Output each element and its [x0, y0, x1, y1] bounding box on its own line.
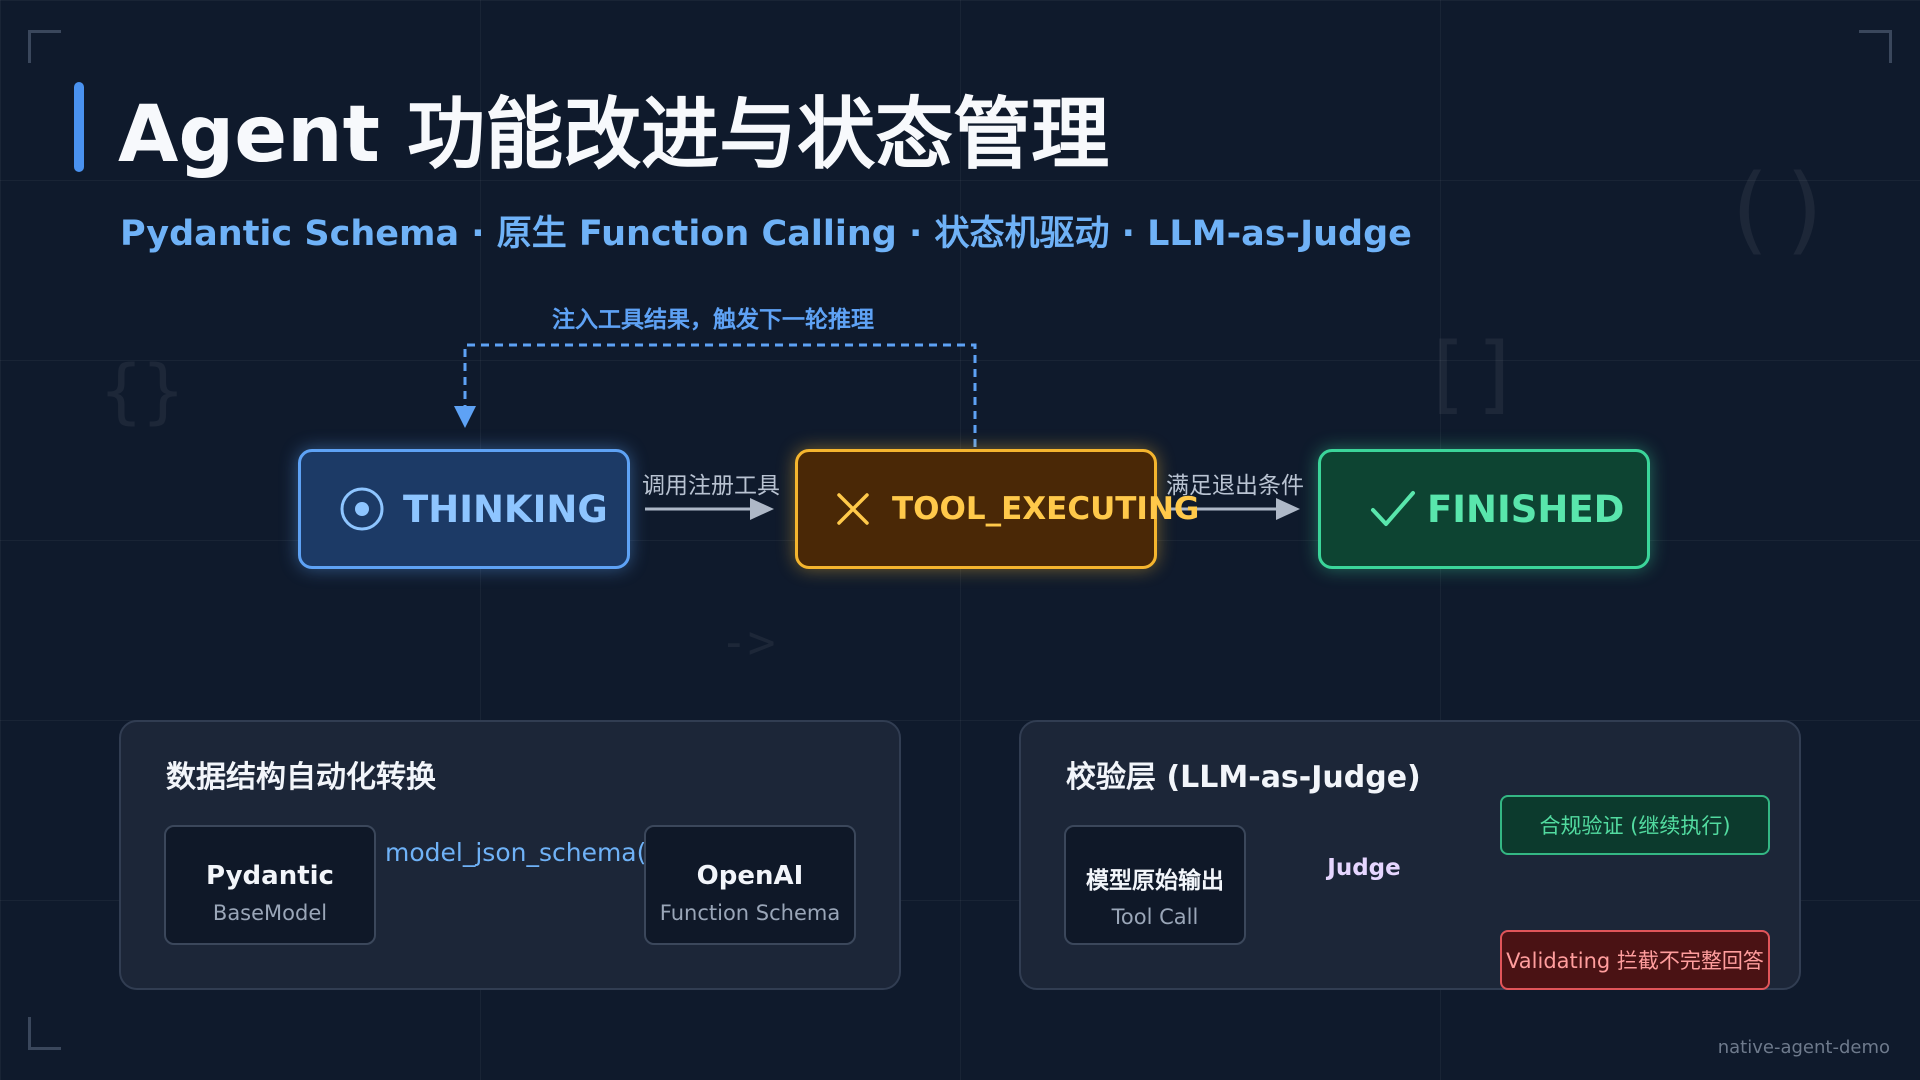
corner-bracket-top-right [1859, 30, 1892, 63]
deco-arrow: -> [720, 615, 776, 669]
edge-arrowhead-exit [1276, 498, 1300, 520]
deco-parens: () [1720, 155, 1835, 265]
judge-pass-box: 合规验证 (继续执行) [1500, 795, 1770, 855]
judge-fail-box: Validating 拦截不完整回答 [1500, 930, 1770, 990]
openai-node-subtitle: Function Schema [659, 901, 841, 925]
openai-node-title: OpenAI [696, 861, 804, 891]
checkmark-icon [1369, 489, 1417, 529]
pydantic-node: Pydantic BaseModel [164, 825, 376, 945]
state-tool-executing-label: TOOL_EXECUTING [892, 491, 1200, 527]
raw-output-title: 模型原始输出 [1086, 868, 1224, 894]
loop-back-arrowhead [454, 406, 476, 428]
raw-output-node: 模型原始输出 Tool Call [1064, 825, 1246, 945]
pydantic-node-title: Pydantic [206, 861, 334, 891]
corner-bracket-bottom-left [28, 1017, 61, 1050]
raw-output-subtitle: Tool Call [1111, 905, 1199, 929]
state-finished: FINISHED [1318, 449, 1650, 569]
judge-panel-title: 校验层 (LLM-as-Judge) [1066, 760, 1421, 795]
pydantic-node-subtitle: BaseModel [212, 901, 328, 925]
title-accent-bar [74, 82, 84, 172]
page-subtitle: Pydantic Schema · 原生 Function Calling · … [120, 214, 1412, 254]
page-title: Agent 功能改进与状态管理 [118, 90, 1110, 180]
schema-panel-title: 数据结构自动化转换 [166, 760, 436, 795]
schema-transform-label: model_json_schema() [385, 838, 657, 867]
state-thinking: THINKING [298, 449, 630, 569]
corner-bracket-top-left [28, 30, 61, 63]
close-x-icon [834, 490, 872, 528]
loop-back-arrow [463, 343, 977, 447]
footer-label: native-agent-demo [1717, 1037, 1890, 1058]
loop-back-label: 注入工具结果，触发下一轮推理 [552, 307, 874, 333]
state-thinking-label: THINKING [403, 487, 608, 531]
openai-node: OpenAI Function Schema [644, 825, 856, 945]
edge-label-exit-condition: 满足退出条件 [1166, 473, 1304, 499]
judge-label: Judge [1327, 855, 1401, 881]
edge-arrowhead-call-tool [750, 498, 774, 520]
deco-braces: {} [100, 350, 185, 432]
deco-brackets: [] [1420, 325, 1523, 424]
state-tool-executing: TOOL_EXECUTING [795, 449, 1199, 569]
state-finished-label: FINISHED [1427, 487, 1625, 531]
edge-label-call-tool: 调用注册工具 [642, 473, 780, 499]
target-icon [339, 486, 385, 532]
